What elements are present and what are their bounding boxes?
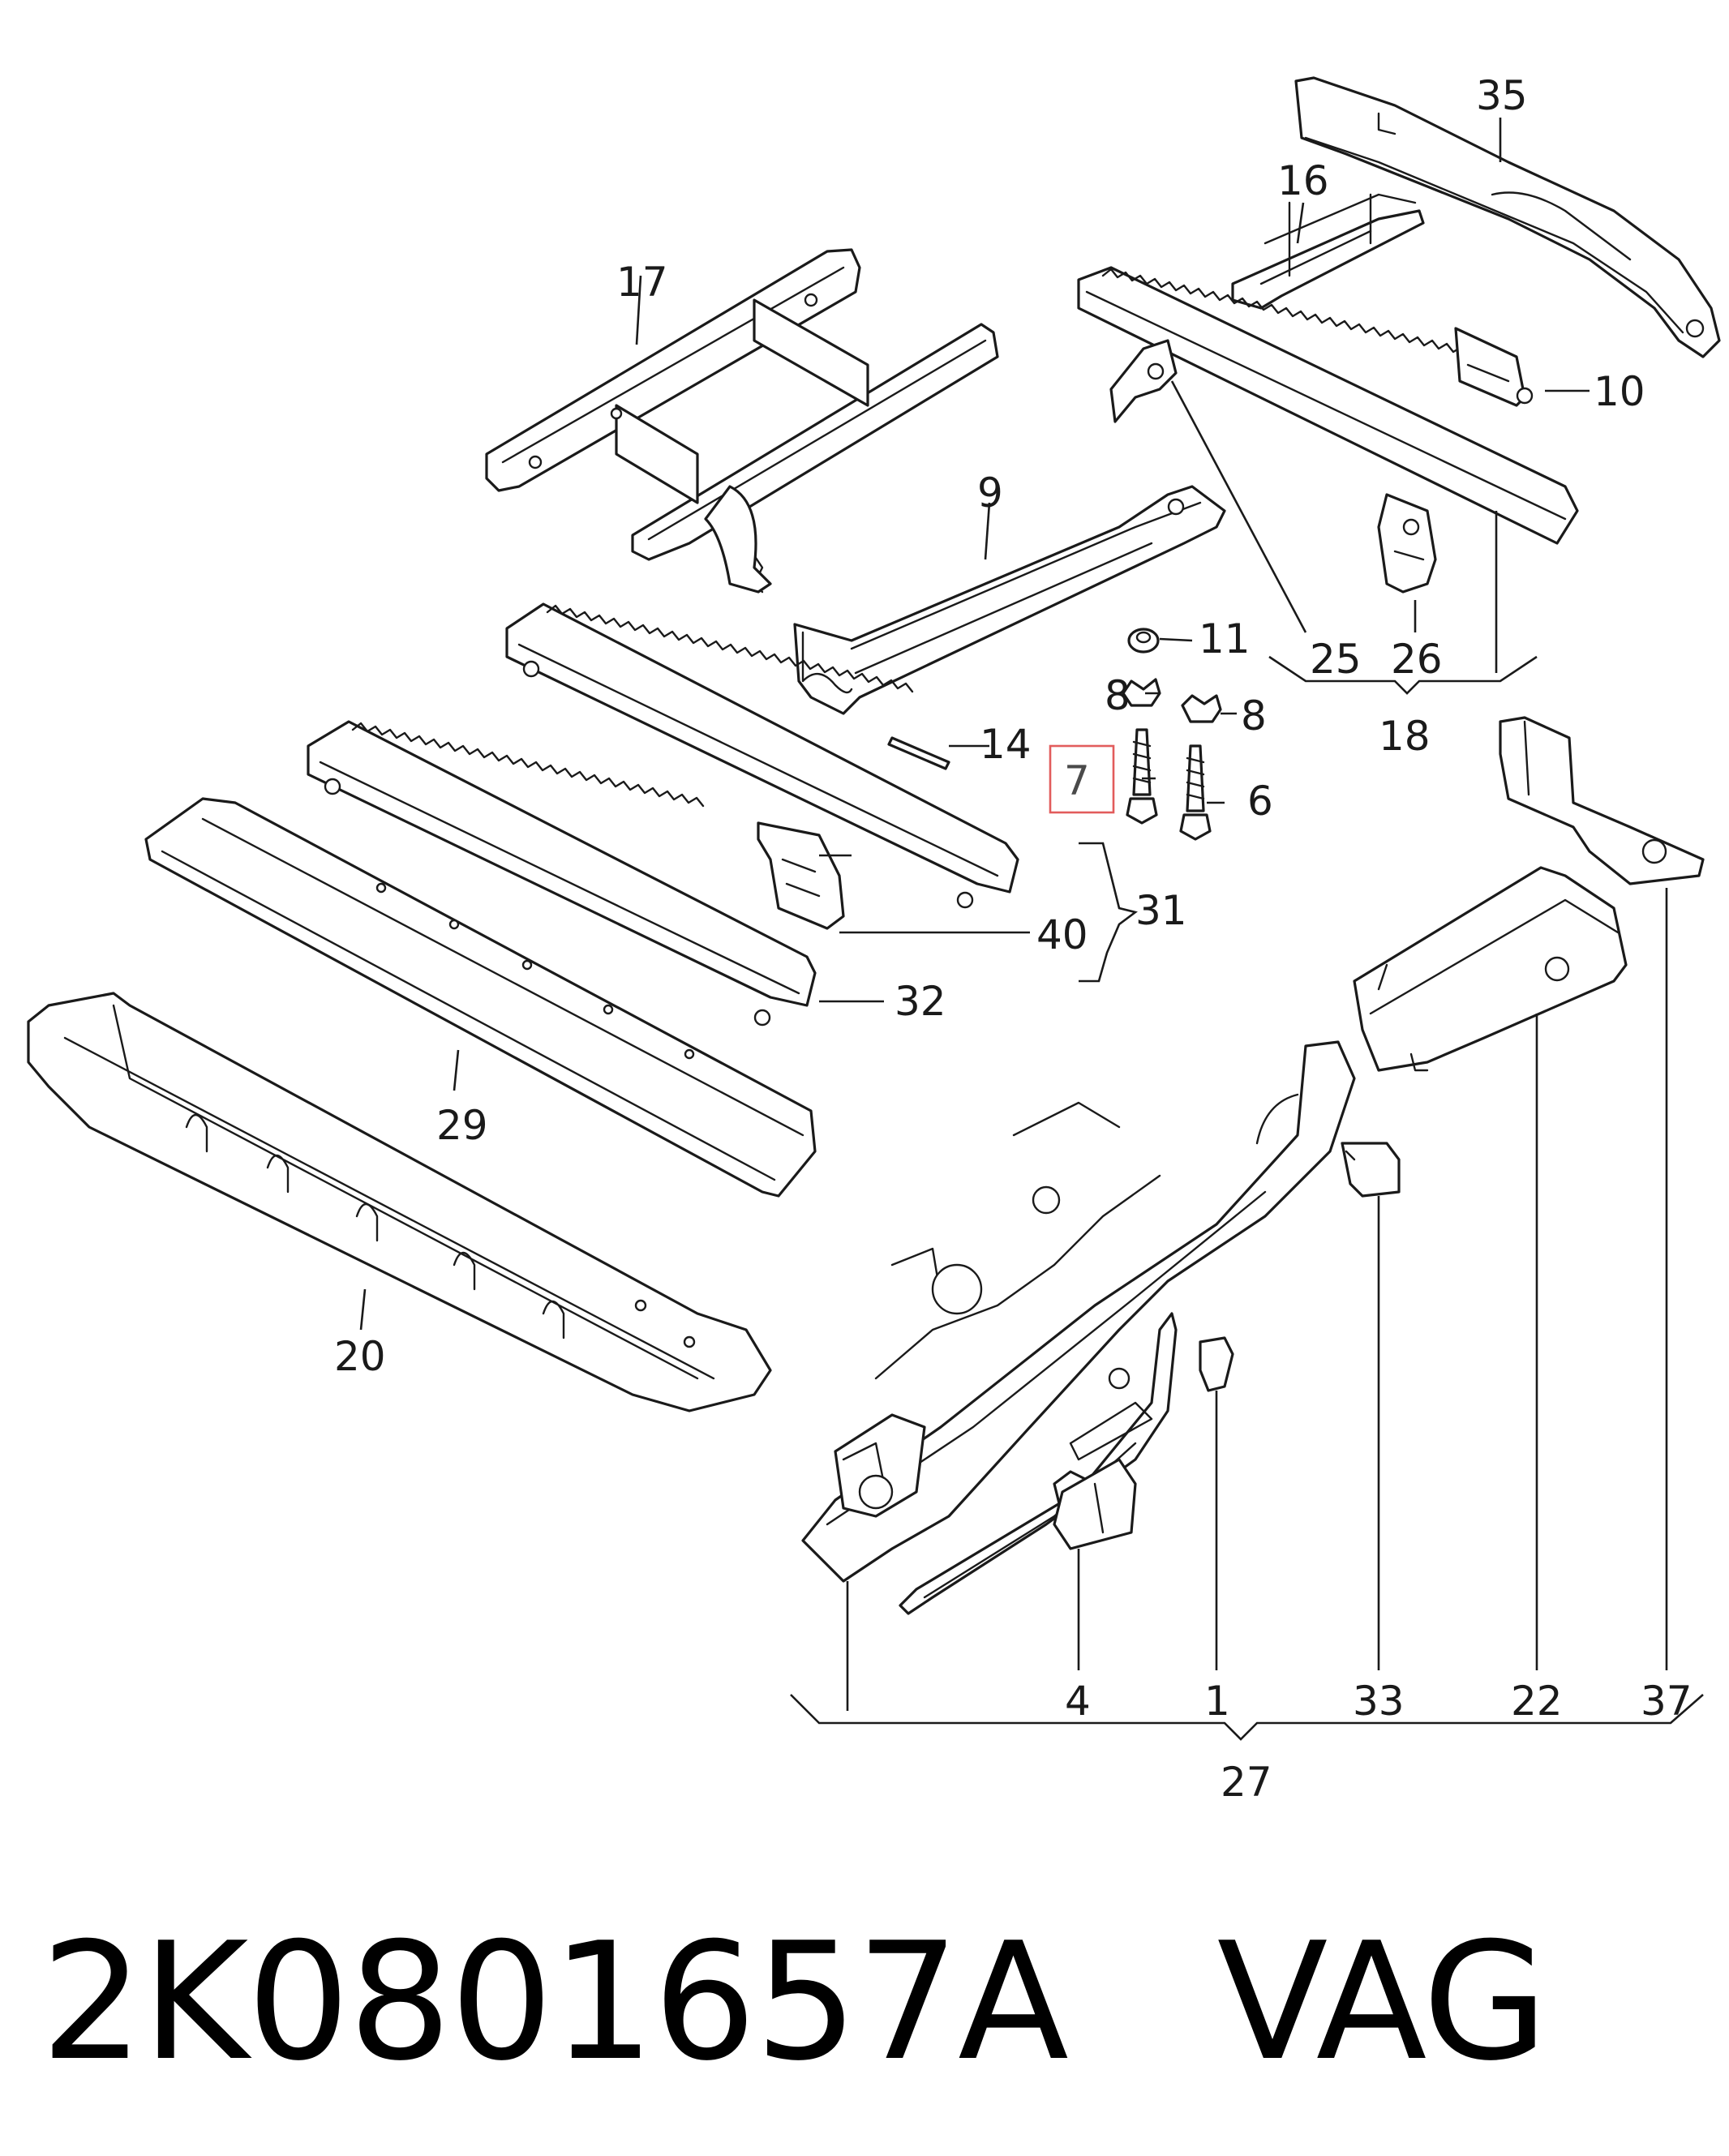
brand-name: VAG [1216, 1908, 1548, 2097]
callout-20[interactable]: 20 [334, 1333, 386, 1380]
callout-29[interactable]: 29 [436, 1102, 488, 1149]
callout-16[interactable]: 16 [1277, 157, 1329, 204]
callout-26[interactable]: 26 [1391, 636, 1443, 683]
callout-6[interactable]: 6 [1247, 778, 1273, 825]
callout-22[interactable]: 22 [1511, 1678, 1563, 1725]
part-number-caption: 2K0801657A VAG [41, 1922, 1548, 2084]
part-8b-nut [1181, 694, 1222, 723]
callout-1[interactable]: 1 [1204, 1678, 1230, 1725]
part-29-sill [144, 797, 817, 1198]
callout-25[interactable]: 25 [1310, 636, 1362, 683]
part-10 [1454, 327, 1534, 407]
callout-35[interactable]: 35 [1476, 72, 1528, 119]
part-27-assembly [801, 1040, 1356, 1615]
part-18-rail [1077, 266, 1579, 545]
callout-9[interactable]: 9 [977, 469, 1003, 516]
callout-32[interactable]: 32 [895, 978, 946, 1025]
part-16 [1231, 193, 1425, 310]
part-26-bracket [1377, 493, 1437, 594]
part-25-bracket [1109, 339, 1178, 423]
part-11-nut [1127, 628, 1160, 654]
part-32-rail [307, 720, 817, 1027]
part-31-rail [505, 602, 1019, 909]
callout-4[interactable]: 4 [1065, 1678, 1091, 1725]
callout-40[interactable]: 40 [1036, 911, 1088, 958]
part-9 [793, 485, 1226, 715]
part-22 [1353, 866, 1628, 1072]
leader-lines [359, 118, 1704, 1741]
part-35 [1294, 76, 1721, 358]
part-7-bolt [1126, 728, 1158, 825]
part-20-sill [27, 992, 772, 1412]
part-8a-nut [1122, 678, 1161, 707]
callout-31[interactable]: 31 [1135, 887, 1187, 934]
callout-18[interactable]: 18 [1379, 713, 1431, 760]
highlight-box-callout-7 [1049, 744, 1115, 814]
callout-11[interactable]: 11 [1199, 615, 1251, 662]
callout-8a[interactable]: 8 [1105, 672, 1130, 719]
part-number: 2K0801657A [41, 1908, 1069, 2097]
callout-27[interactable]: 27 [1221, 1759, 1272, 1806]
part-14-pin [887, 736, 950, 770]
part-1 [1199, 1336, 1234, 1392]
callout-10[interactable]: 10 [1594, 368, 1645, 415]
callout-8b[interactable]: 8 [1241, 692, 1267, 739]
callout-37[interactable]: 37 [1641, 1678, 1693, 1725]
part-6-bolt [1179, 744, 1212, 841]
part-17 [485, 248, 999, 594]
part-40-bracket [757, 821, 845, 930]
callout-14[interactable]: 14 [980, 721, 1032, 768]
callout-33[interactable]: 33 [1353, 1678, 1405, 1725]
callout-17[interactable]: 17 [616, 259, 668, 306]
part-33 [1341, 1142, 1401, 1198]
caption-spacer [1067, 1908, 1217, 2097]
callout-7[interactable]: 7 [1064, 757, 1090, 804]
part-37 [1499, 716, 1705, 885]
callout-labels: 35 16 17 10 9 11 25 26 8 8 18 14 7 6 31 … [334, 72, 1693, 1806]
